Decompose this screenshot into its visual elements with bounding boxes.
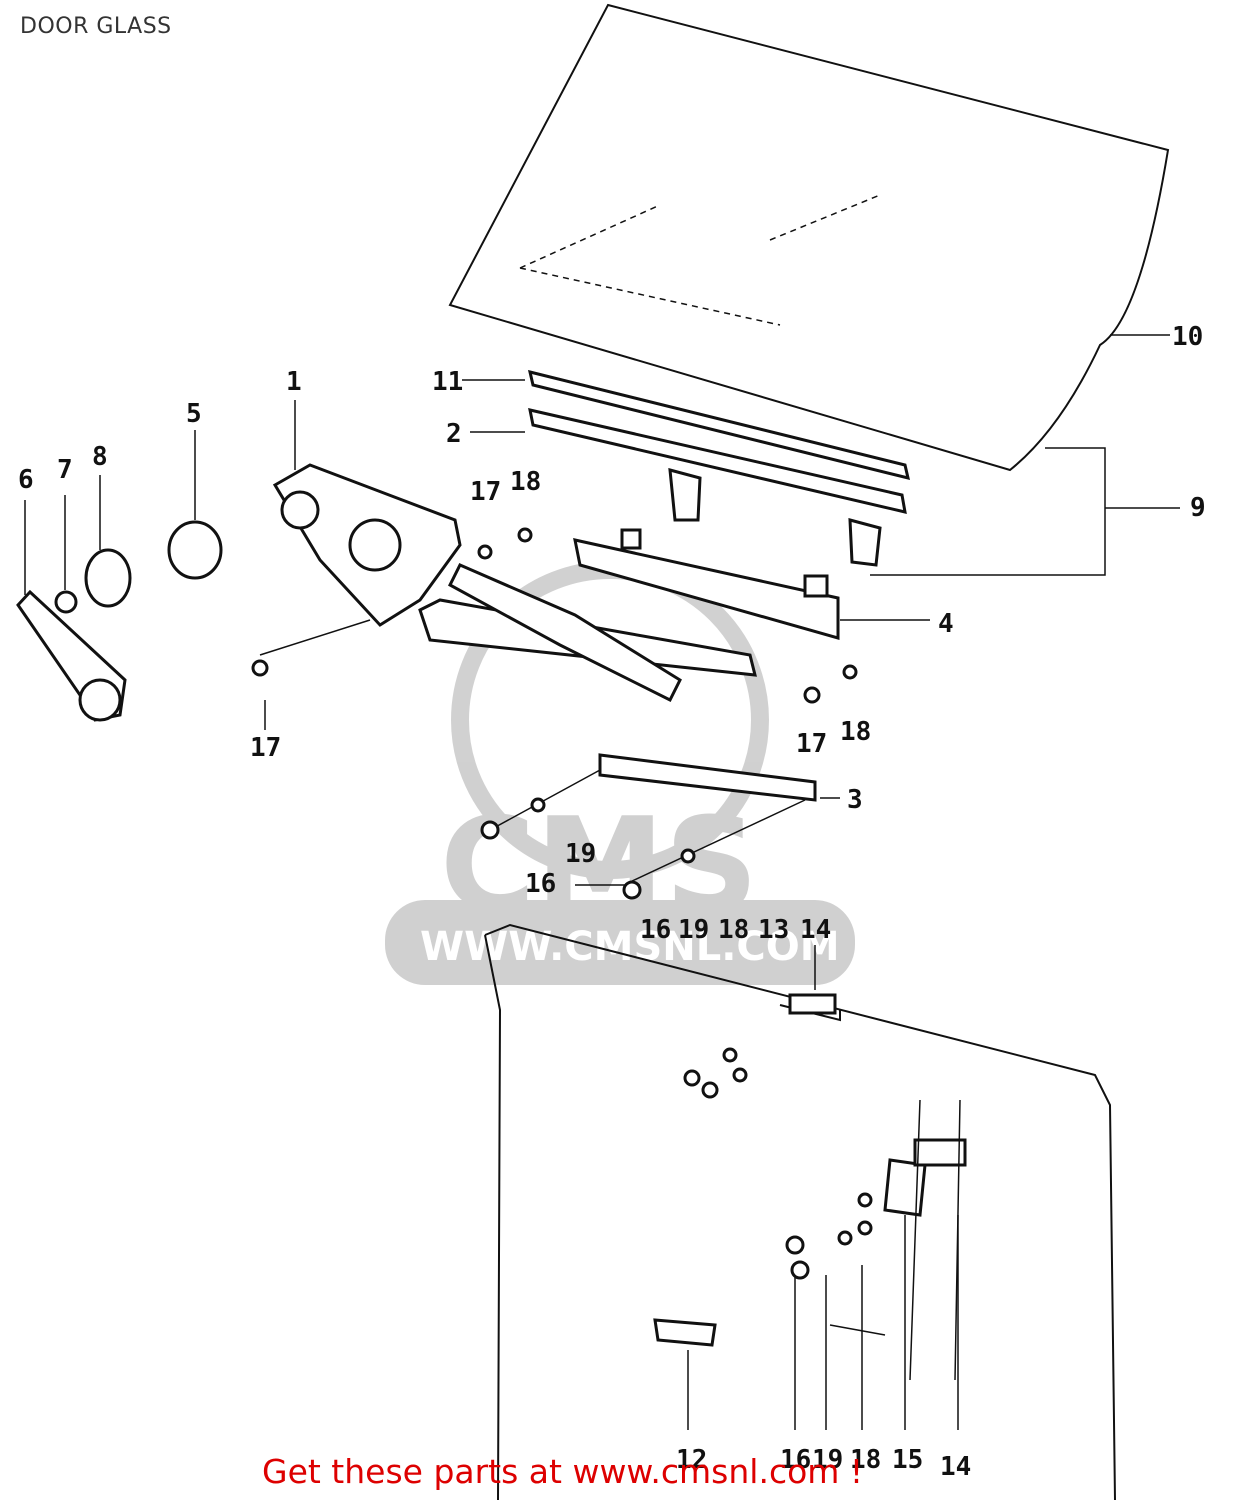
callout-4: 4: [938, 609, 954, 639]
watermark: CMS WWW.CMSNL.COM: [385, 561, 855, 985]
footer-link-text[interactable]: Get these parts at www.cmsnl.com !: [262, 1452, 864, 1491]
callout-12: 12: [676, 1445, 707, 1475]
glass-channel-lower: [528, 408, 907, 567]
callout-8: 8: [92, 442, 108, 472]
callout-17-left: 17: [250, 733, 281, 763]
callout-5: 5: [186, 399, 202, 429]
callout-16-top: 16: [640, 915, 671, 945]
callout-6: 6: [18, 465, 34, 495]
callout-18-bottom: 18: [850, 1445, 881, 1475]
handle-clip: [54, 590, 78, 614]
callout-7: 7: [57, 455, 73, 485]
callout-16-bottom: 16: [780, 1445, 811, 1475]
callout-13: 13: [758, 915, 789, 945]
door-glass-pane: [448, 3, 1170, 472]
callout-19-bottom: 19: [812, 1445, 843, 1475]
callout-18-mid: 18: [718, 915, 749, 945]
leader-lines: [24, 334, 1180, 1430]
callout-1: 1: [286, 367, 302, 397]
callout-18-top: 18: [510, 467, 541, 497]
regulator-handle: [16, 589, 127, 722]
escutcheon: [84, 548, 132, 608]
window-regulator: [272, 463, 757, 703]
callout-19-left: 19: [565, 839, 596, 869]
guide-rail: [573, 528, 840, 640]
callout-14-top: 14: [800, 915, 831, 945]
watermark-logo-text: CMS: [440, 789, 758, 941]
spacer: [167, 520, 223, 580]
callout-9: 9: [1190, 493, 1206, 523]
callout-3: 3: [847, 785, 863, 815]
callout-16-left: 16: [525, 869, 556, 899]
callout-14-bottom: 14: [940, 1452, 971, 1482]
callout-11: 11: [432, 367, 463, 397]
callout-15: 15: [892, 1445, 923, 1475]
door-inner-panel: [484, 923, 1116, 1500]
callout-2: 2: [446, 419, 462, 449]
glass-channel-upper: [527, 369, 911, 481]
diagram-title: DOOR GLASS: [20, 14, 172, 39]
callout-17-top: 17: [470, 477, 501, 507]
callout-10: 10: [1172, 322, 1203, 352]
callout-17-right: 17: [796, 729, 827, 759]
callout-labels: 1 2 3 4 5 6 7 8 9 10 11 12 13 14 14 15 1…: [18, 322, 1206, 1482]
fasteners: [251, 527, 873, 1280]
callout-19-top: 19: [678, 915, 709, 945]
lower-bracket: [598, 753, 817, 802]
callout-18-right: 18: [840, 717, 871, 747]
